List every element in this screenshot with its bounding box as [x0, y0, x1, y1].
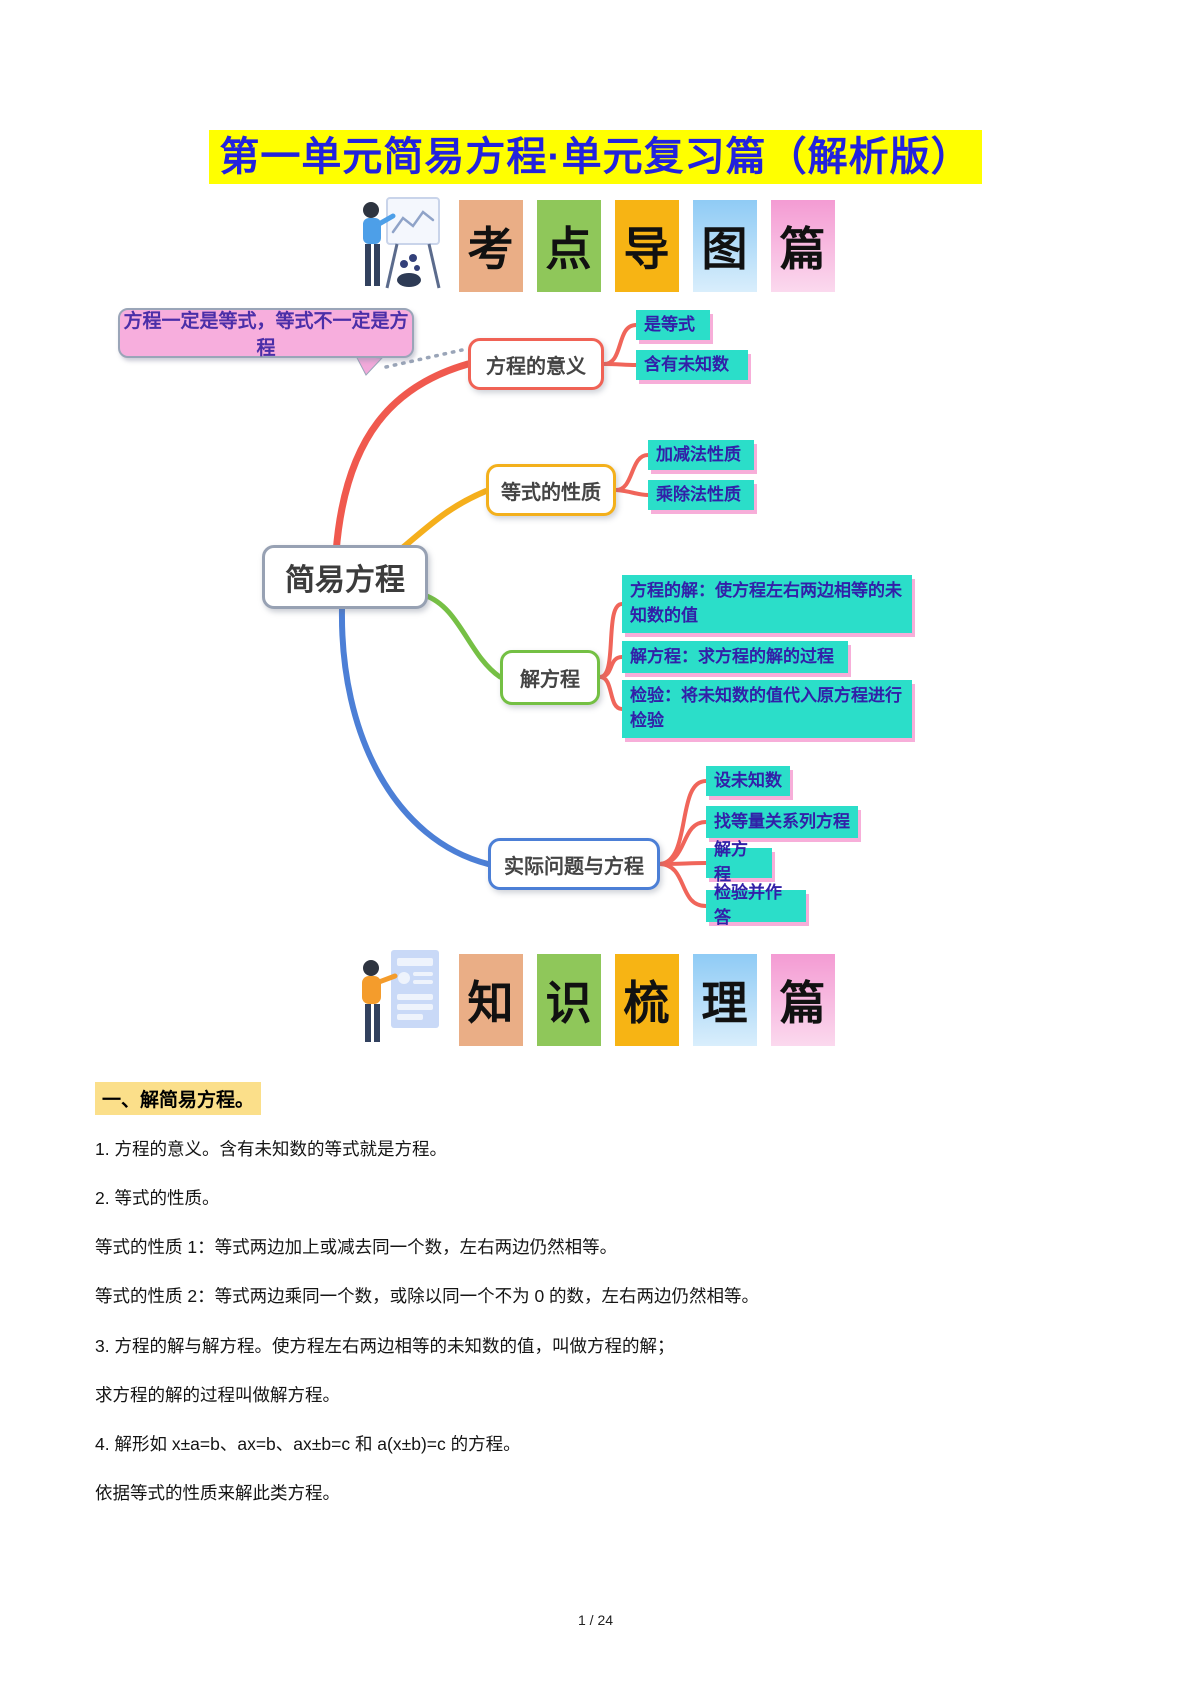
- mindmap-leaf: 解方程: [706, 840, 772, 884]
- banner-tile: 点: [536, 200, 601, 292]
- note-line: 1. 方程的意义。含有未知数的等式就是方程。: [95, 1139, 447, 1159]
- note-line: 依据等式的性质来解此类方程。: [95, 1482, 340, 1503]
- banner-tile: 考: [458, 200, 523, 292]
- note-line: 等式的性质 2：等式两边乘同一个数，或除以同一个不为 0 的数，左右两边仍然相等…: [95, 1286, 760, 1307]
- mindmap-leaf: 检验并作答: [706, 883, 806, 927]
- mindmap-topic-solving-equations: 解方程: [500, 650, 600, 705]
- mindmap-leaf: 加减法性质: [648, 440, 754, 470]
- banner-tile: 篇: [770, 200, 835, 292]
- banner-tile: 导: [614, 200, 679, 292]
- page-number: 1 / 24: [577, 1612, 614, 1628]
- mindmap: 方程一定是等式，等式不一定是方程 简易方程 方程的意义 等式的性质 解方程 实际…: [0, 295, 1191, 947]
- mindmap-leaf: 设未知数: [706, 766, 790, 796]
- mindmap-connectors: [332, 323, 708, 908]
- note-line: 2. 等式的性质。: [95, 1188, 220, 1209]
- banner-tile: 知: [458, 954, 523, 1046]
- presenter-illustration-icon: [362, 197, 440, 289]
- banner-tile: 图: [692, 200, 757, 292]
- mindmap-root: 简易方程: [262, 545, 428, 609]
- note-line: 等式的性质 1：等式两边加上或减去同一个数，左右两边仍然相等。: [95, 1237, 618, 1258]
- note-line: 4. 解形如 x±a=b、ax=b、ax±b=c 和 a(x±b)=c 的方程。: [95, 1433, 521, 1454]
- mindmap-leaf: 方程的解：使方程左右两边相等的未知数的值: [622, 575, 912, 633]
- banner-tile: 篇: [770, 954, 835, 1046]
- note-line: 3. 方程的解与解方程。使方程左右两边相等的未知数的值，叫做方程的解；: [95, 1335, 675, 1356]
- mindmap-leaf: 乘除法性质: [648, 480, 754, 510]
- notes-section: 一、解简易方程。 1. 方程的意义。含有未知数的等式就是方程。 2. 等式的性质…: [95, 1082, 1100, 1532]
- mindmap-topic-equation-meaning: 方程的意义: [468, 338, 604, 390]
- exam-points-banner: 考 点 导 图 篇: [0, 192, 1191, 292]
- mindmap-leaf: 解方程：求方程的解的过程: [622, 641, 848, 673]
- title-bar: 第一单元简易方程·单元复习篇（解析版）: [0, 130, 1191, 184]
- section-heading: 一、解简易方程。: [95, 1082, 262, 1115]
- reader-illustration-icon: [361, 950, 439, 1042]
- note-line: 求方程的解的过程叫做解方程。: [95, 1384, 340, 1405]
- mindmap-topic-practical-problems: 实际问题与方程: [488, 838, 660, 890]
- page-title: 第一单元简易方程·单元复习篇（解析版）: [209, 130, 982, 184]
- mindmap-callout: 方程一定是等式，等式不一定是方程: [118, 308, 414, 359]
- mindmap-topic-equality-properties: 等式的性质: [486, 464, 616, 516]
- banner-tile: 理: [692, 954, 757, 1046]
- knowledge-banner: 知 识 梳 理 篇: [0, 946, 1191, 1046]
- mindmap-leaf: 检验：将未知数的值代入原方程进行检验: [622, 680, 912, 738]
- mindmap-leaf: 含有未知数: [636, 350, 748, 380]
- mindmap-leaf: 找等量关系列方程: [706, 806, 858, 838]
- banner-tile: 梳: [614, 954, 679, 1046]
- banner-tile: 识: [536, 954, 601, 1046]
- mindmap-leaf: 是等式: [636, 310, 710, 340]
